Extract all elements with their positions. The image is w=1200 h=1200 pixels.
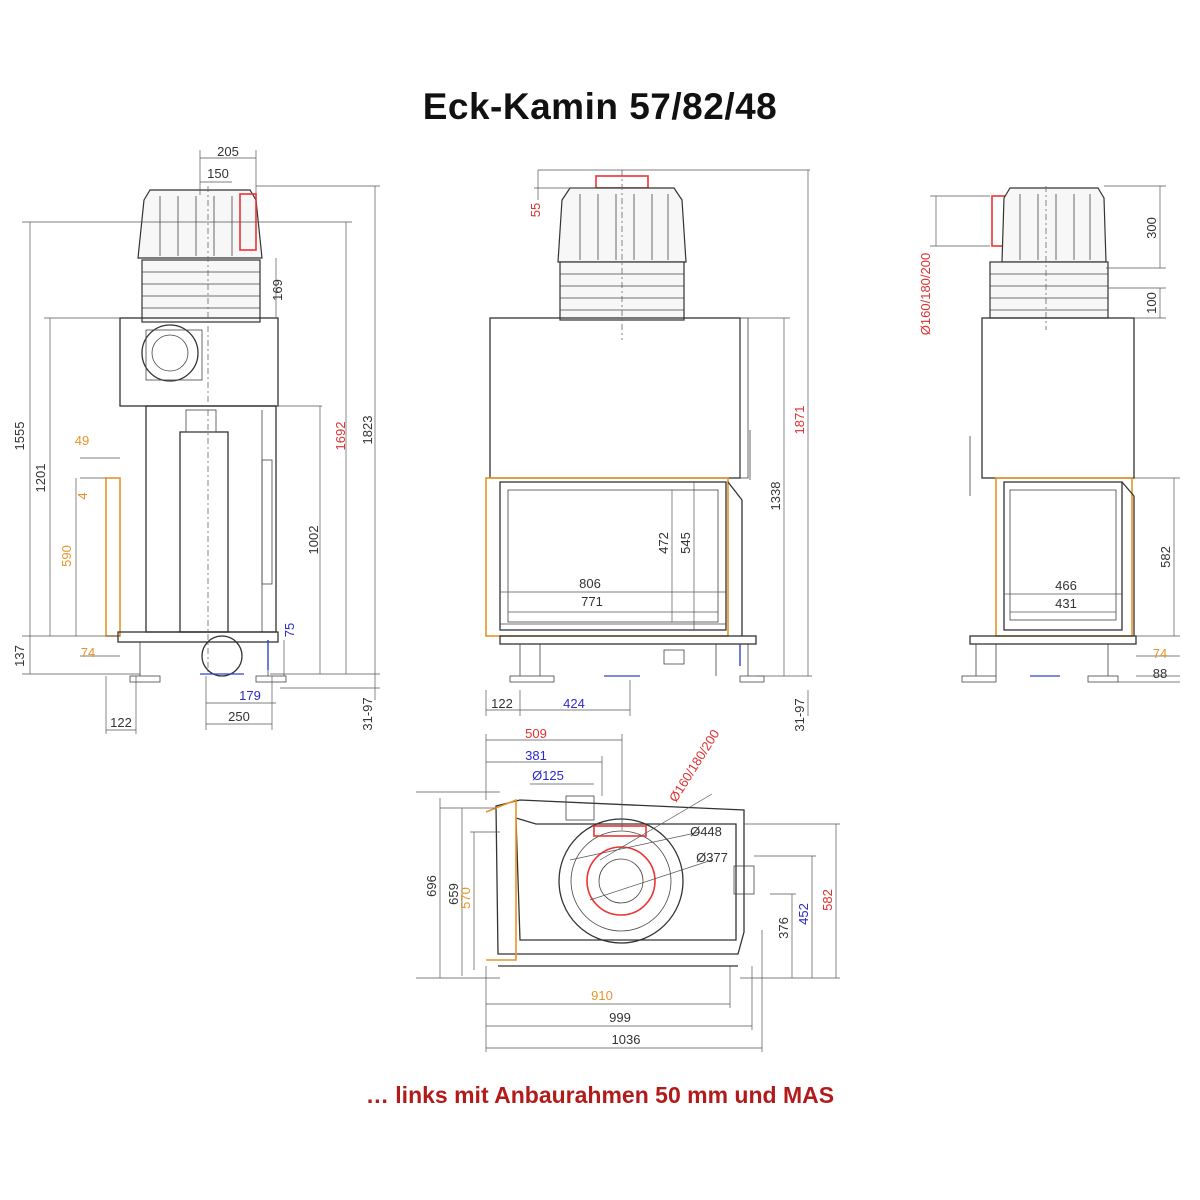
right-dim-466: 466 [1055, 578, 1077, 593]
dim-122: 122 [110, 715, 132, 730]
right-dim-diameter: Ø160/180/200 [918, 253, 933, 335]
dim-179: 179 [239, 688, 261, 703]
front-dim-31-97: 31-97 [792, 698, 807, 731]
dim-137: 137 [12, 645, 27, 667]
top-dim-509: 509 [525, 726, 547, 741]
dim-205: 205 [217, 144, 239, 159]
top-dim-381: 381 [525, 748, 547, 763]
dim-169: 169 [270, 279, 285, 301]
dim-75: 75 [282, 623, 297, 637]
right-side-view: 300 100 Ø160/180/200 582 466 431 74 88 [918, 185, 1180, 683]
top-dim-910: 910 [591, 988, 613, 1003]
front-dim-472: 472 [656, 532, 671, 554]
left-side-view: 205 150 169 1555 1201 49 4 590 137 74 16… [12, 144, 380, 734]
front-dim-424: 424 [563, 696, 585, 711]
dim-1002: 1002 [306, 526, 321, 555]
dim-1692: 1692 [333, 422, 348, 451]
drawing-title: Eck-Kamin 57/82/48 [422, 86, 778, 127]
dim-1555: 1555 [12, 422, 27, 451]
top-dim-659: 659 [446, 883, 461, 905]
right-dim-582: 582 [1158, 546, 1173, 568]
top-dim-696: 696 [424, 875, 439, 897]
dim-49: 49 [75, 433, 89, 448]
front-dim-806: 806 [579, 576, 601, 591]
caption: … links mit Anbaurahmen 50 mm und MAS [365, 1082, 835, 1108]
top-dim-448: Ø448 [690, 824, 722, 839]
dim-31-97: 31-97 [360, 697, 375, 730]
dim-250: 250 [228, 709, 250, 724]
top-dim-452: 452 [796, 903, 811, 925]
top-dim-377: Ø377 [696, 850, 728, 865]
right-dim-74: 74 [1153, 646, 1167, 661]
front-dim-122: 122 [491, 696, 513, 711]
dim-4: 4 [75, 492, 90, 499]
right-dim-300: 300 [1144, 217, 1159, 239]
front-view: 55 1871 1338 472 545 806 771 122 424 31-… [485, 169, 812, 732]
front-dim-545: 545 [678, 532, 693, 554]
front-dim-1871: 1871 [792, 406, 807, 435]
front-dim-55: 55 [528, 203, 543, 217]
top-dim-125: Ø125 [532, 768, 564, 783]
top-dim-999: 999 [609, 1010, 631, 1025]
top-dim-376: 376 [776, 917, 791, 939]
dim-1201: 1201 [33, 464, 48, 493]
right-dim-100: 100 [1144, 292, 1159, 314]
dim-74: 74 [81, 645, 95, 660]
top-dim-582: 582 [820, 889, 835, 911]
top-dim-1036: 1036 [612, 1032, 641, 1047]
right-dim-88: 88 [1153, 666, 1167, 681]
dim-590: 590 [59, 545, 74, 567]
top-dim-diameter-flue: Ø160/180/200 [666, 727, 722, 805]
top-dim-570: 570 [458, 887, 473, 909]
top-view: 509 381 Ø125 Ø160/180/200 Ø448 Ø377 696 … [416, 726, 840, 1052]
right-dim-431: 431 [1055, 596, 1077, 611]
dim-150: 150 [207, 166, 229, 181]
dim-1823: 1823 [360, 416, 375, 445]
front-dim-1338: 1338 [768, 482, 783, 511]
front-dim-771: 771 [581, 594, 603, 609]
